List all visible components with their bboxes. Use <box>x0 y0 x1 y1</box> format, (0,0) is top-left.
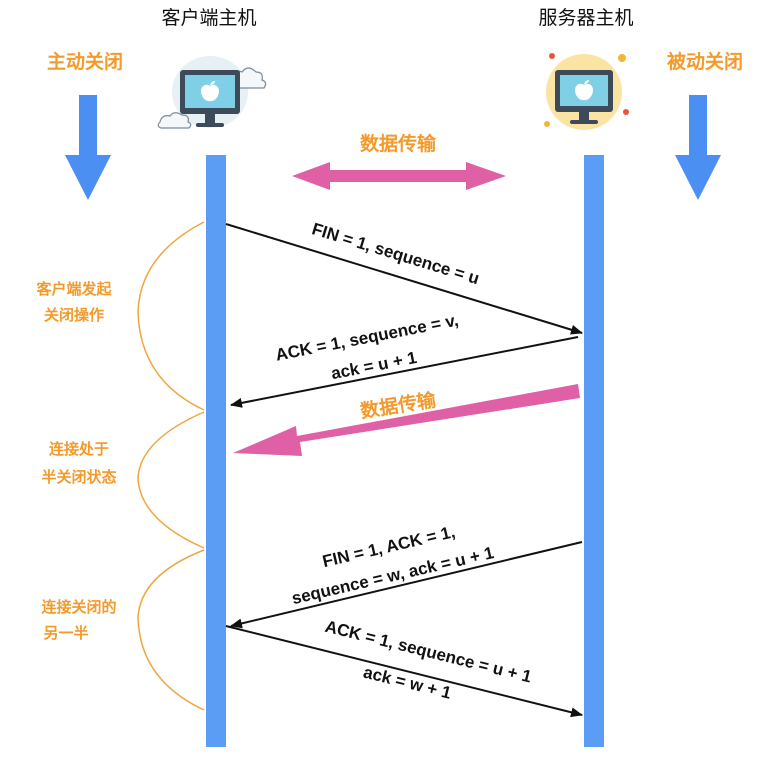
phase-2-line-2: 半关闭状态 <box>41 468 116 486</box>
msg-1-line-1: FIN = 1, sequence = u <box>310 219 482 288</box>
client-host-title: 客户端主机 <box>161 7 256 29</box>
active-close-label: 主动关闭 <box>47 50 123 73</box>
passive-close-arrow <box>675 95 721 200</box>
fin-ack-arrow-server-to-client <box>230 541 583 629</box>
server-lifeline <box>584 155 604 747</box>
final-ack-arrow-client-to-server <box>225 625 583 718</box>
phase-2-line-1: 连接处于 <box>49 440 109 458</box>
phase-brace-3 <box>137 549 205 711</box>
client-lifeline <box>206 155 226 747</box>
phase-brace-1 <box>137 221 205 411</box>
phase-1-line-1: 客户端发起 <box>35 280 112 298</box>
msg-4-line-2: ack = w + 1 <box>361 663 453 703</box>
phase-3-line-2: 另一半 <box>43 624 88 642</box>
server-host-title: 服务器主机 <box>538 7 633 29</box>
active-close-arrow <box>65 95 111 200</box>
data-transfer-label-top: 数据传输 <box>360 132 437 155</box>
phase-brace-2 <box>137 411 205 549</box>
mac-monitor-cloud-icon <box>157 56 267 129</box>
passive-close-label: 被动关闭 <box>667 50 743 73</box>
phase-1-line-2: 关闭操作 <box>44 306 104 324</box>
server-to-client-transfer-arrow <box>233 384 580 456</box>
phase-3-line-1: 连接关闭的 <box>41 598 116 616</box>
fin-arrow-client-to-server <box>225 223 583 335</box>
ack-arrow-server-to-client <box>230 336 579 408</box>
bidirectional-transfer-arrow <box>292 162 506 190</box>
mac-monitor-sun-icon <box>544 53 629 130</box>
